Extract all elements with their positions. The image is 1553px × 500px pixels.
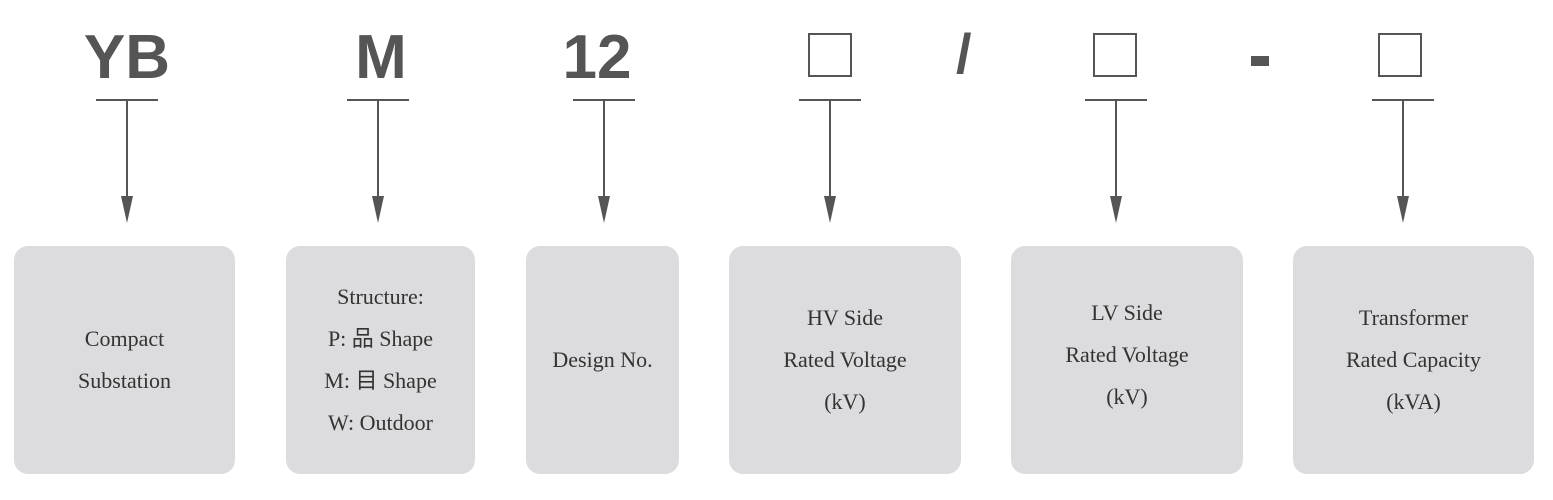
arrowhead-capacity	[1397, 196, 1409, 223]
box-line: Rated Voltage	[1065, 342, 1189, 367]
box-design-no: Design No.	[526, 246, 679, 474]
separator-slash: /	[956, 22, 972, 85]
box-line: Rated Voltage	[783, 347, 907, 372]
arrowhead-12	[598, 196, 610, 223]
arrowhead-hv	[824, 196, 836, 223]
box-line: Rated Capacity	[1345, 347, 1481, 372]
box-line: W: Outdoor	[328, 410, 433, 435]
box-compact-substation: Compact Substation	[14, 246, 235, 474]
box-hv-voltage: HV Side Rated Voltage (kV)	[729, 246, 961, 474]
arrowhead-m	[372, 196, 384, 223]
box-structure: Structure: P: 品 Shape M: 目 Shape W: Outd…	[286, 246, 475, 474]
box-line: Compact	[84, 326, 165, 351]
box-line: Substation	[78, 368, 171, 393]
box-line: HV Side	[807, 305, 883, 330]
box-line: LV Side	[1091, 300, 1163, 325]
box-transformer-capacity: Transformer Rated Capacity (kVA)	[1293, 246, 1534, 474]
box-lv-voltage: LV Side Rated Voltage (kV)	[1011, 246, 1243, 474]
placeholder-hv-box	[808, 33, 852, 77]
separator-dash	[1251, 56, 1269, 66]
arrowhead-yb	[121, 196, 133, 223]
placeholder-capacity-box	[1378, 33, 1422, 77]
box-line: (kVA)	[1386, 389, 1441, 414]
box-line: (kV)	[1106, 384, 1148, 409]
arrowhead-lv	[1110, 196, 1122, 223]
placeholder-lv-box	[1093, 33, 1137, 77]
code-m: M	[355, 22, 407, 92]
box-line: P: 品 Shape	[327, 326, 434, 351]
box-line: M: 目 Shape	[324, 368, 437, 393]
box-line: (kV)	[824, 389, 866, 414]
code-yb: YB	[83, 22, 171, 92]
box-line: Transformer	[1358, 305, 1469, 330]
box-line: Design No.	[552, 347, 653, 372]
code-12: 12	[562, 22, 632, 92]
box-line: Structure:	[337, 284, 424, 309]
